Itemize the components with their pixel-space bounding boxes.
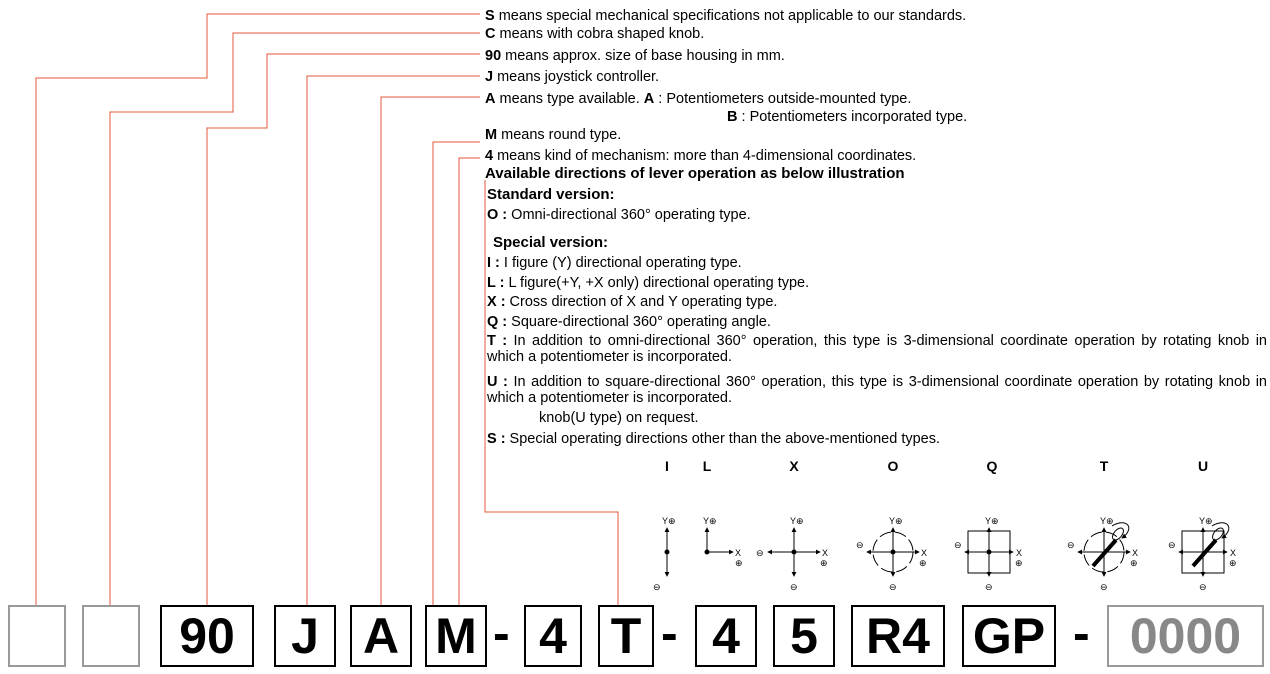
leader-line-s — [35, 13, 480, 612]
code-box-5: 5 — [773, 605, 835, 667]
directions-heading: Available directions of lever operation … — [485, 165, 905, 182]
diagram-o: Y⊕ X ⊕ ⊖ ⊖ — [856, 516, 927, 592]
diagram-q-minus-y: ⊖ — [985, 582, 993, 592]
diagram-x-x-label: X — [822, 548, 828, 558]
diagram-l: Y⊕ X ⊕ — [703, 516, 743, 568]
diagram-u-y-label: Y⊕ — [1199, 516, 1213, 526]
code-box-4b: 4 — [695, 605, 757, 667]
diagram-i: Y⊕ ⊖ — [653, 516, 676, 592]
leader-line-4 — [458, 157, 480, 612]
diagram-o-x-label: X — [921, 548, 927, 558]
special-item-l: L : L figure(+Y, +X only) directional op… — [487, 275, 810, 291]
separator-1: - — [493, 605, 510, 661]
diagram-label-o: O — [887, 458, 899, 474]
diagram-q: Y⊕ X ⊕ ⊖ ⊖ — [954, 516, 1023, 592]
leader-line-m — [432, 141, 480, 612]
standard-o: O : Omni-directional 360° operating type… — [487, 207, 751, 223]
leader-line-a — [380, 96, 480, 612]
diagram-l-x-label: X — [735, 548, 741, 558]
leader-line-90 — [206, 53, 480, 612]
diagram-label-u: U — [1197, 458, 1209, 474]
legend-j: J means joystick controller. — [485, 69, 660, 85]
diagram-u: Y⊕ X ⊕ ⊖ ⊖ — [1168, 516, 1237, 592]
legend-a: A means type available. A : Potentiomete… — [485, 91, 912, 107]
diagram-u-x-label: X — [1230, 548, 1236, 558]
diagram-u-plus: ⊕ — [1229, 558, 1237, 568]
diagram-q-x-label: X — [1016, 548, 1022, 558]
code-box-s — [8, 605, 66, 667]
legend-90: 90 means approx. size of base housing in… — [485, 48, 785, 64]
separator-3: - — [1073, 605, 1090, 661]
code-box-r4: R4 — [851, 605, 945, 667]
code-box-gp: GP — [962, 605, 1056, 667]
diagram-t-minus-x: ⊖ — [1067, 540, 1075, 550]
diagram-label-q: Q — [986, 458, 998, 474]
special-item-u: U : In addition to square-directional 36… — [487, 374, 1267, 406]
diagram-u-minus-y: ⊖ — [1199, 582, 1207, 592]
diagram-x-minus-y: ⊖ — [790, 582, 798, 592]
diagram-u-minus-x: ⊖ — [1168, 540, 1176, 550]
diagram-o-y-label: Y⊕ — [889, 516, 903, 526]
diagram-label-x: X — [789, 458, 799, 474]
diagram-x: Y⊕ X ⊕ ⊖ ⊖ — [756, 516, 828, 592]
diagram-x-plus: ⊕ — [820, 558, 828, 568]
separator-2: - — [661, 605, 678, 661]
diagram-t-minus-y: ⊖ — [1100, 582, 1108, 592]
code-box-t: T — [598, 605, 654, 667]
diagram-q-y-label: Y⊕ — [985, 516, 999, 526]
legend-c: C means with cobra shaped knob. — [485, 26, 705, 42]
diagram-label-t: T — [1099, 458, 1109, 474]
special-item-i: I : I figure (Y) directional operating t… — [487, 255, 742, 271]
diagram-t-plus: ⊕ — [1130, 558, 1138, 568]
diagram-t-y-label: Y⊕ — [1100, 516, 1114, 526]
special-item-q: Q : Square-directional 360° operating an… — [487, 314, 771, 330]
legend-a-b: B : Potentiometers incorporated type. — [727, 109, 968, 125]
standard-heading: Standard version: — [487, 186, 615, 203]
legend-s: S means special mechanical specification… — [485, 8, 967, 24]
diagram-i-y-label: Y⊕ — [662, 516, 676, 526]
special-heading: Special version: — [493, 234, 609, 251]
leader-line-t — [484, 180, 619, 612]
code-box-c — [82, 605, 140, 667]
diagram-o-plus: ⊕ — [919, 558, 927, 568]
diagram-o-minus-y: ⊖ — [889, 582, 897, 592]
code-box-4: 4 — [524, 605, 582, 667]
special-item-s: S : Special operating directions other t… — [487, 431, 941, 447]
special-item-t: T : In addition to omni-directional 360°… — [487, 333, 1267, 365]
diagram-o-minus-x: ⊖ — [856, 540, 864, 550]
legend-4: 4 means kind of mechanism: more than 4-d… — [485, 148, 917, 164]
legend-m: M means round type. — [485, 127, 622, 143]
code-box-90: 90 — [160, 605, 254, 667]
leader-line-j — [306, 75, 480, 612]
diagram-label-i: I — [665, 458, 669, 474]
diagram-t: Y⊕ X ⊕ ⊖ ⊖ — [1067, 516, 1138, 592]
diagram-l-plus: ⊕ — [735, 558, 743, 568]
code-box-j: J — [274, 605, 336, 667]
diagram-q-plus: ⊕ — [1015, 558, 1023, 568]
special-item-x: X : Cross direction of X and Y operating… — [487, 294, 778, 310]
diagram-x-y-label: Y⊕ — [790, 516, 804, 526]
diagram-x-minus-x: ⊖ — [756, 548, 764, 558]
diagram-t-x-label: X — [1132, 548, 1138, 558]
diagram-q-minus-x: ⊖ — [954, 540, 962, 550]
code-box-a: A — [350, 605, 412, 667]
code-box-m: M — [425, 605, 487, 667]
special-item-u-note: knob(U type) on request. — [539, 410, 699, 426]
diagram-label-l: L — [702, 458, 712, 474]
leader-line-c — [109, 32, 480, 612]
diagram-i-minus: ⊖ — [653, 582, 661, 592]
diagram-l-y-label: Y⊕ — [703, 516, 717, 526]
code-box-0000: 0000 — [1107, 605, 1264, 667]
